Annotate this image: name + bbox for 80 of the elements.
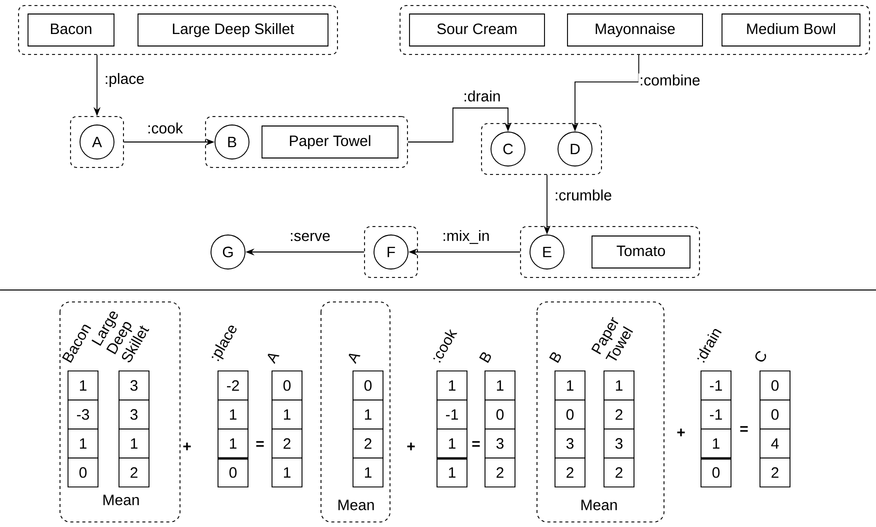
edge-label: :crumble bbox=[553, 188, 613, 202]
operator-sign: + bbox=[183, 442, 191, 450]
operator-sign: = bbox=[256, 441, 264, 447]
dashed-group-box bbox=[364, 226, 418, 278]
edge-label: :place bbox=[103, 72, 146, 88]
ingredient-box: Large Deep Skillet bbox=[138, 14, 328, 46]
dashed-group-box bbox=[481, 123, 602, 175]
vector-cell: -2 bbox=[218, 370, 248, 400]
vector-cell: 1 bbox=[218, 400, 248, 430]
vector-cell: 2 bbox=[604, 400, 634, 430]
ingredient-box: Tomato bbox=[592, 236, 690, 268]
vector-cell: 3 bbox=[118, 370, 150, 400]
vector-cell: -3 bbox=[68, 400, 98, 430]
vector-cell: -1 bbox=[436, 400, 468, 430]
ingredient-box: Medium Bowl bbox=[722, 14, 860, 46]
edge-label: :cook bbox=[146, 121, 184, 134]
edge-label: :serve bbox=[288, 232, 332, 242]
operator-sign: = bbox=[472, 441, 480, 447]
vector-cell: 0 bbox=[700, 458, 732, 488]
vector-cell: 1 bbox=[272, 400, 302, 430]
operator-sign: = bbox=[740, 426, 748, 432]
vector-cell: 1 bbox=[436, 458, 468, 488]
dashed-group-box bbox=[205, 116, 408, 168]
vector-cell: 1 bbox=[272, 458, 302, 488]
operator-sign: + bbox=[677, 428, 685, 436]
vector-cell: 3 bbox=[604, 428, 634, 458]
vector-cell: 0 bbox=[554, 400, 586, 430]
vector-cell: 1 bbox=[352, 458, 384, 488]
ingredient-box: Bacon bbox=[28, 14, 114, 46]
vector-cell: 2 bbox=[484, 458, 516, 488]
mean-label: Mean bbox=[338, 500, 374, 510]
vector-cell: 3 bbox=[484, 428, 516, 458]
vector-cell: 4 bbox=[760, 428, 790, 458]
vector-cell: 1 bbox=[436, 370, 468, 400]
vector-cell: 0 bbox=[68, 458, 98, 488]
mean-label: Mean bbox=[581, 500, 617, 510]
vector-cell: 2 bbox=[118, 458, 150, 488]
edge-label: :mix_in bbox=[441, 229, 491, 245]
dashed-group-box bbox=[18, 5, 338, 55]
vector-cell: 3 bbox=[118, 400, 150, 430]
vector-label: B bbox=[479, 352, 491, 363]
vector-cell: 0 bbox=[218, 458, 248, 488]
vector-cell: 1 bbox=[68, 370, 98, 400]
vector-cell: 1 bbox=[700, 428, 732, 458]
vector-cell: 0 bbox=[272, 370, 302, 400]
edge-label: :combine bbox=[638, 73, 702, 86]
vector-cell: 2 bbox=[760, 458, 790, 488]
vector-label: C bbox=[755, 351, 766, 362]
dashed-group-box bbox=[520, 226, 700, 278]
vector-cell: 0 bbox=[484, 400, 516, 430]
vector-cell: 0 bbox=[760, 400, 790, 430]
vector-cell: 1 bbox=[352, 400, 384, 430]
vector-cell: 0 bbox=[352, 370, 384, 400]
vector-cell: 2 bbox=[554, 458, 586, 488]
mean-label: Mean bbox=[103, 494, 139, 506]
arrow bbox=[407, 108, 512, 142]
edge-label: :drain bbox=[462, 89, 502, 102]
vector-cell: 1 bbox=[484, 370, 516, 400]
operator-sign: + bbox=[407, 442, 415, 450]
vector-label: A bbox=[348, 354, 360, 364]
ingredient-box: Mayonnaise bbox=[567, 14, 703, 46]
vector-cell: 2 bbox=[604, 458, 634, 488]
dashed-group-box bbox=[70, 116, 124, 168]
vector-cell: -1 bbox=[700, 400, 732, 430]
vector-cell: 1 bbox=[118, 428, 150, 458]
vector-label: A bbox=[268, 354, 280, 364]
vector-cell: 1 bbox=[604, 370, 634, 400]
vector-cell: 3 bbox=[554, 428, 586, 458]
ingredient-box: Paper Towel bbox=[262, 126, 398, 158]
vector-cell: 0 bbox=[760, 370, 790, 400]
ingredient-box: Sour Cream bbox=[409, 14, 545, 46]
vector-cell: 1 bbox=[554, 370, 586, 400]
vector-cell: 1 bbox=[68, 428, 98, 458]
vector-label: B bbox=[549, 352, 561, 363]
vector-cell: -1 bbox=[700, 370, 732, 400]
dashed-group-box bbox=[400, 5, 870, 55]
vector-cell: 2 bbox=[272, 428, 302, 458]
vector-cell: 1 bbox=[436, 428, 468, 458]
vector-cell: 1 bbox=[218, 428, 248, 458]
vector-cell: 2 bbox=[352, 428, 384, 458]
